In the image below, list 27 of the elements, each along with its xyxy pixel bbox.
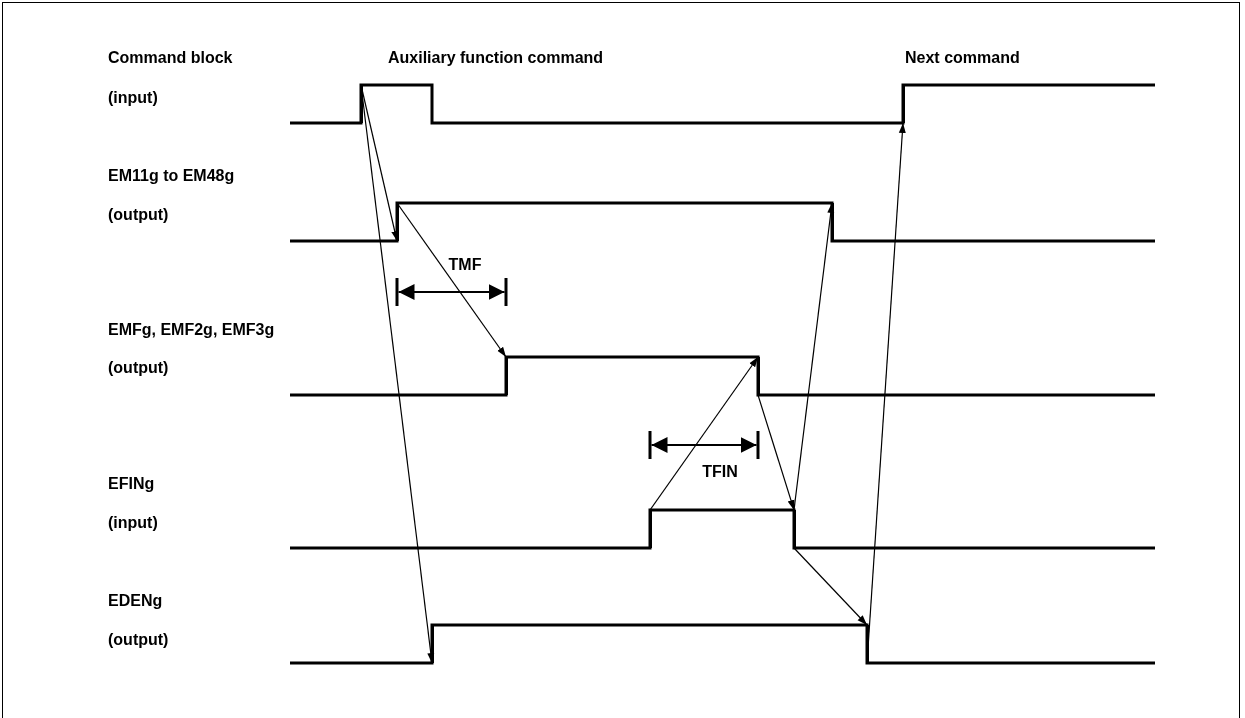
dimension-label: TFIN [702, 462, 738, 482]
signal-transition [430, 625, 434, 663]
signal-name: EM11g to EM48g [108, 166, 235, 186]
signal-direction: (output) [108, 358, 169, 378]
signal-name: EMFg, EMF2g, EMF3g [108, 320, 275, 340]
arrow [793, 547, 868, 626]
signal-transition [359, 85, 363, 123]
signal-transition [901, 85, 905, 123]
signal-name: EFINg [108, 474, 155, 494]
signal-transition [830, 203, 834, 241]
signal-transition [756, 357, 760, 395]
signal-direction: (input) [108, 88, 158, 108]
arrow [757, 394, 795, 511]
dimension-label: TMF [448, 255, 482, 275]
annotation: Auxiliary function command [388, 48, 604, 68]
arrow [649, 356, 759, 511]
signal-name: Command block [108, 48, 233, 68]
signal-direction: (output) [108, 630, 169, 650]
signal-transition [648, 510, 652, 548]
annotation: Next command [905, 48, 1020, 68]
signal-transition [792, 510, 796, 548]
signal-name: EDENg [108, 591, 163, 611]
signal-transition [504, 357, 508, 395]
signal-transition [865, 625, 869, 663]
signal-direction: (output) [108, 205, 169, 225]
signal-transition [395, 203, 399, 241]
signal-direction: (input) [108, 513, 158, 533]
